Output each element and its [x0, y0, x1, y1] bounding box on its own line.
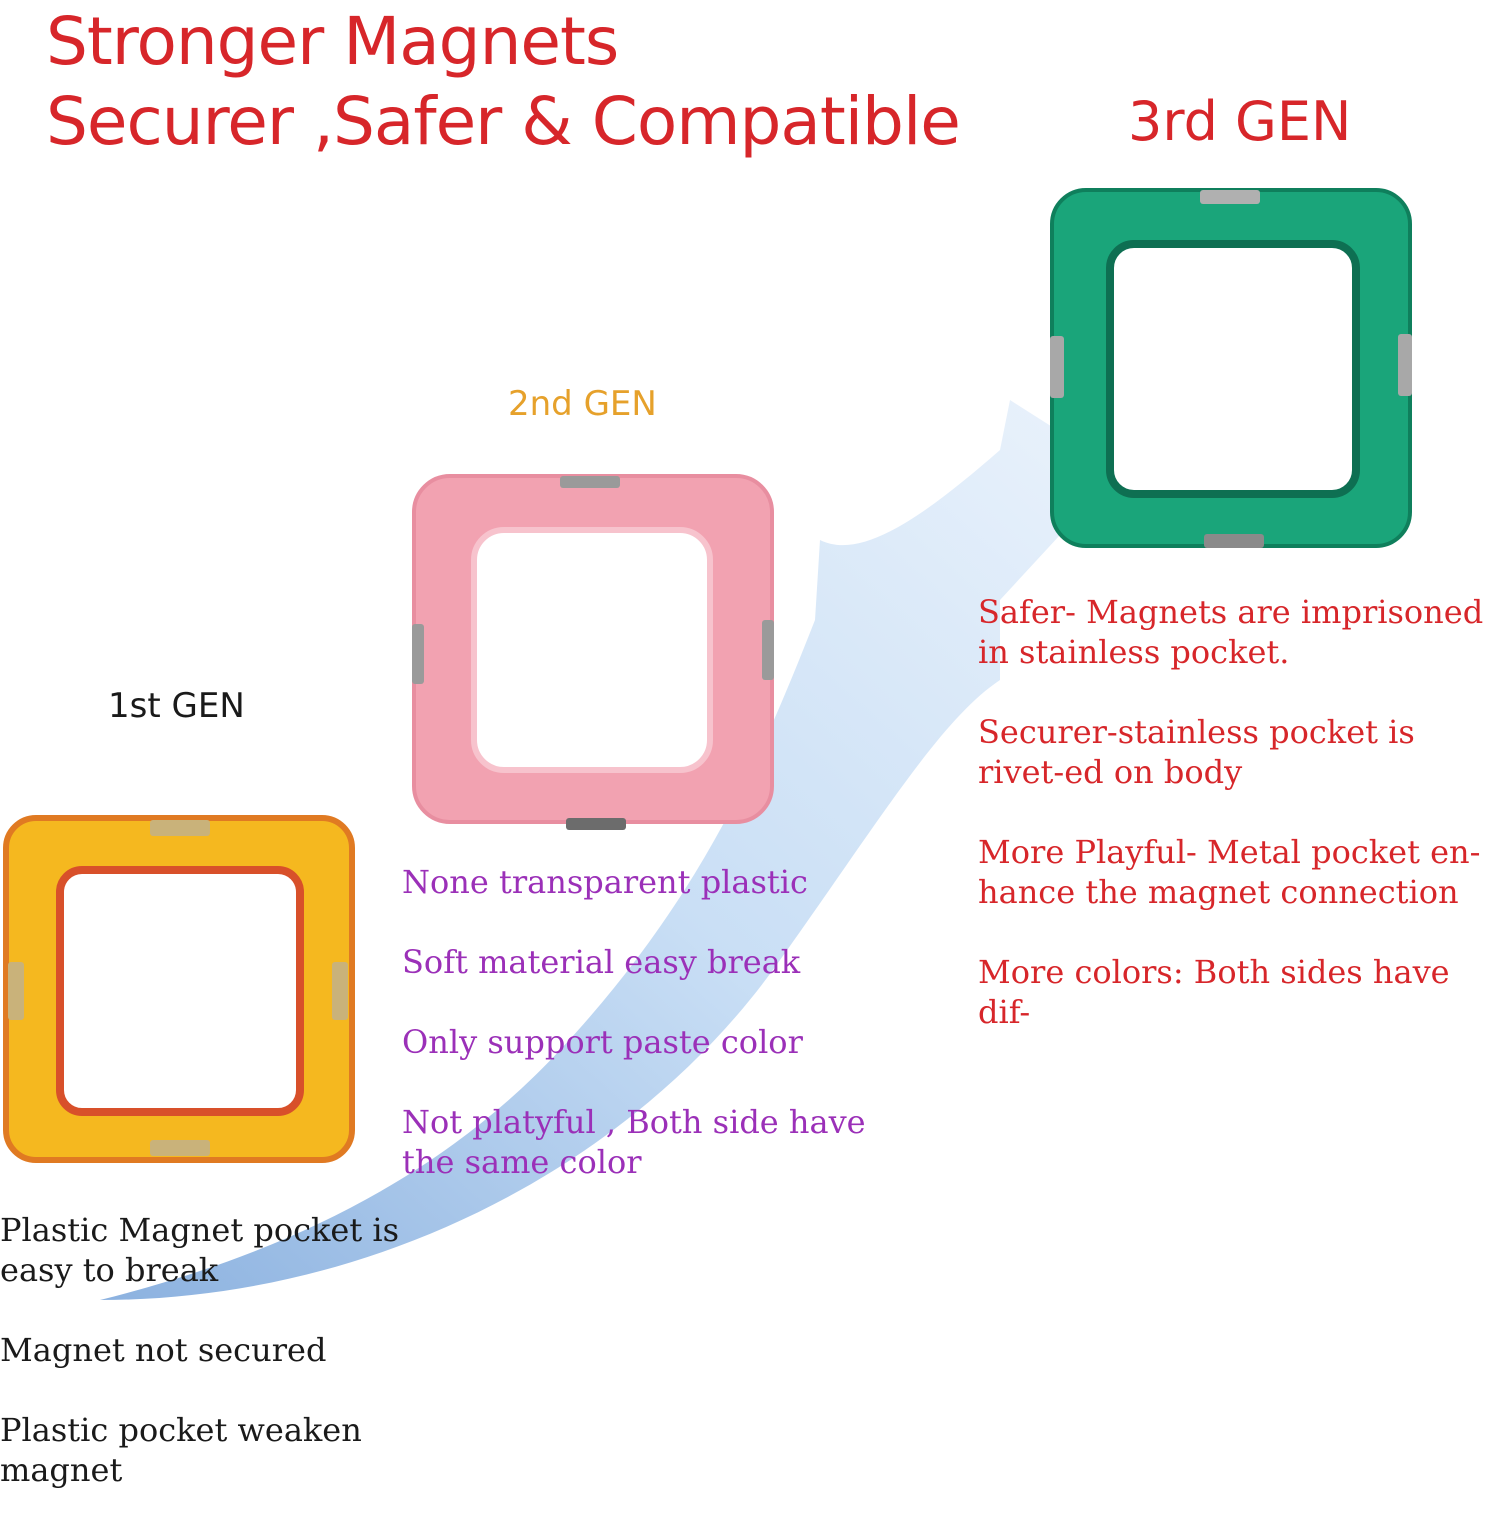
headline: Stronger Magnets Securer ,Safer & Compat…: [46, 2, 961, 162]
headline-line2: Securer ,Safer & Compatible: [46, 83, 961, 160]
gen2-note: Soft material easy break: [402, 943, 801, 981]
gen3-label: 3rd GEN: [1128, 90, 1352, 153]
gen3-note: Securer-stainless pocket is rivet-ed on …: [978, 713, 1415, 791]
gen2-label: 2nd GEN: [508, 384, 657, 424]
gen1-label: 1st GEN: [108, 686, 245, 726]
gen2-notes: None transparent plastic Soft material e…: [402, 862, 872, 1222]
gen2-note: Not platyful , Both side have the same c…: [402, 1103, 866, 1181]
gen2-note: Only support paste color: [402, 1023, 803, 1061]
gen3-note: Safer- Magnets are imprisoned in stainle…: [978, 593, 1484, 671]
headline-line1: Stronger Magnets: [46, 3, 619, 80]
gen1-notes: Plastic Magnet pocket is easy to break M…: [0, 1210, 400, 1530]
progress-arrow-icon: [100, 400, 1120, 1300]
gen3-notes: Safer- Magnets are imprisoned in stainle…: [978, 592, 1488, 1072]
gen3-note: More colors: Both sides have dif-: [978, 953, 1450, 1031]
gen1-note: Plastic Magnet pocket is easy to break: [0, 1211, 400, 1289]
gen2-note: None transparent plastic: [402, 863, 808, 901]
gen3-note: More Playful- Metal pocket en-hance the …: [978, 833, 1481, 911]
gen1-note: Magnet not secured: [0, 1331, 327, 1369]
gen1-note: Plastic pocket weaken magnet: [0, 1411, 362, 1489]
